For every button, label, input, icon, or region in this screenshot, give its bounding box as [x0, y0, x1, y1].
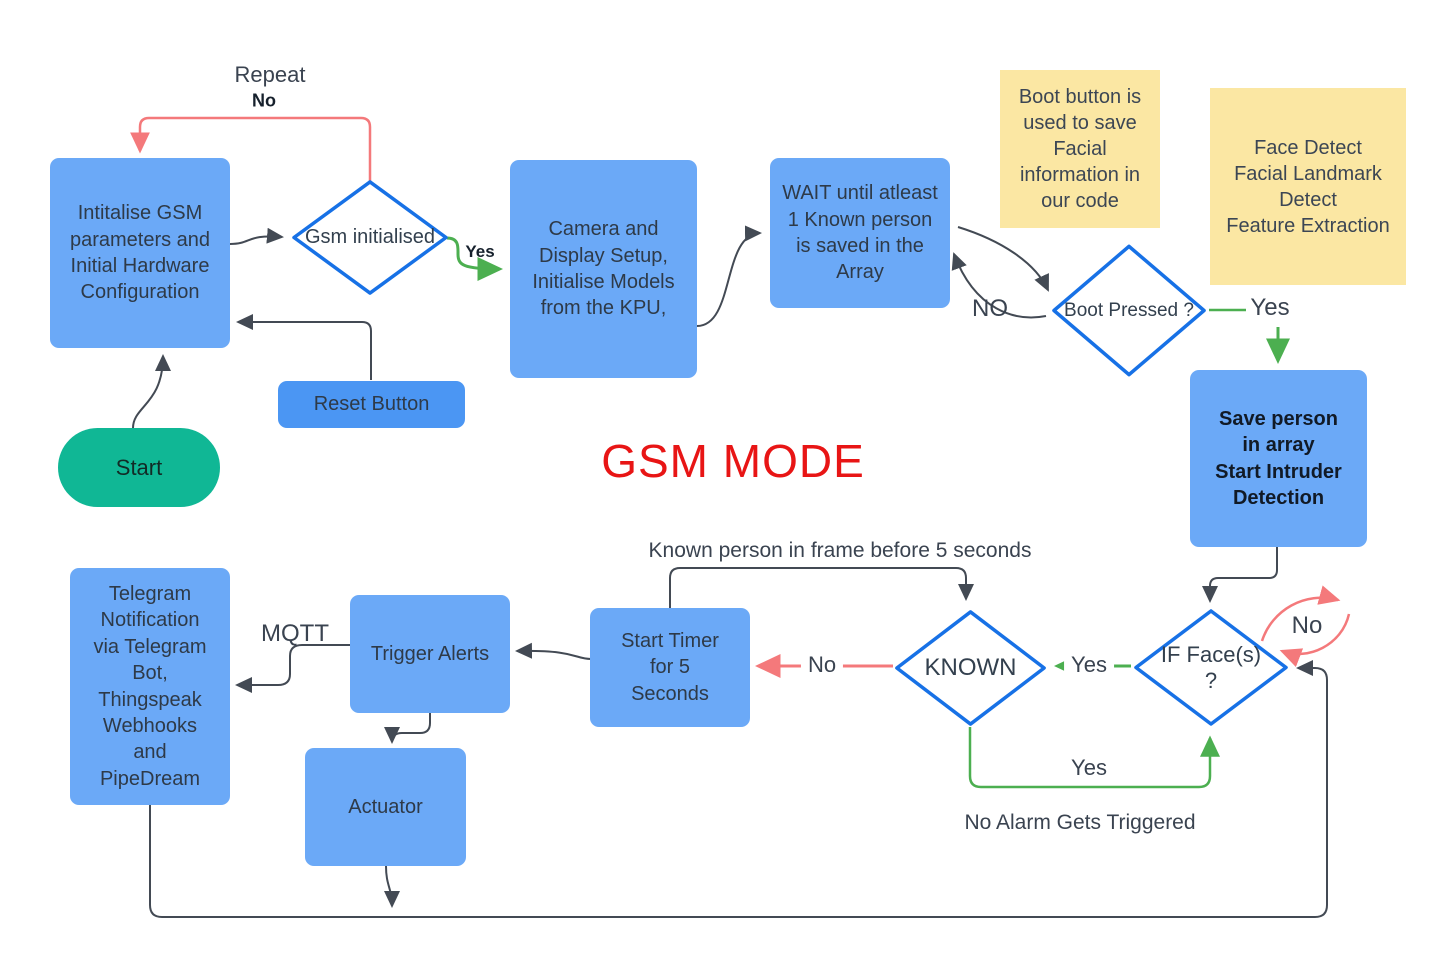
note-boot-button: Boot button is used to save Facial infor… [1000, 70, 1160, 228]
node-telegram-notification: Telegram Notification via Telegram Bot, … [70, 568, 230, 805]
decision-gsm-initialised-shape [290, 179, 450, 296]
node-save-person: Save person in array Start Intruder Dete… [1190, 370, 1367, 547]
node-camera-setup-label: Camera and Display Setup, Initialise Mod… [532, 218, 675, 320]
note-boot-button-label: Boot button is used to save Facial infor… [1018, 86, 1142, 212]
node-save-person-label: Save person in array Start Intruder Dete… [1215, 407, 1342, 509]
note-face-detect-label: Face Detect Facial Landmark Detect Featu… [1226, 136, 1390, 237]
decision-known-label: KNOWN [924, 654, 1017, 682]
connector-save-to-ifface [1202, 547, 1278, 603]
label-repeat: Repeat [234, 62, 306, 87]
label-known-yes-bottom: Yes [1071, 755, 1107, 780]
note-face-detect: Face Detect Facial Landmark Detect Featu… [1210, 88, 1406, 285]
decision-known-shape [893, 609, 1048, 727]
connector-reset-to-init [236, 314, 372, 380]
label-ifface-yes: Yes [1064, 652, 1114, 678]
decision-boot-pressed-shape [1050, 243, 1208, 378]
connector-timer-to-trigger [515, 642, 592, 660]
node-trigger-alerts: Trigger Alerts [350, 595, 510, 713]
decision-boot-pressed-label: Boot Pressed ? [1064, 299, 1194, 321]
decision-gsm-initialised: Gsm initialised [290, 179, 450, 296]
node-wait-known-person-label: WAIT until atleast 1 Known person is sav… [782, 182, 938, 284]
connector-camera-to-wait [696, 225, 762, 327]
node-initialise-gsm-label: Intitalise GSM parameters and Initial Ha… [69, 202, 211, 304]
decision-if-faces-shape [1132, 608, 1290, 727]
connector-init-to-gsm [229, 227, 284, 245]
decision-gsm-initialised-label: Gsm initialised [304, 226, 436, 248]
label-no-alarm: No Alarm Gets Triggered [964, 811, 1196, 834]
connector-actuator-to-return [383, 865, 400, 908]
label-ifface-no: No [1291, 612, 1323, 639]
label-mqtt: MQTT [261, 620, 329, 647]
node-wait-known-person: WAIT until atleast 1 Known person is sav… [770, 158, 950, 308]
node-start-timer-label: Start Timer for 5 Seconds [621, 629, 719, 705]
label-known-frame: Known person in frame before 5 seconds [648, 539, 1032, 562]
node-start: Start [58, 428, 220, 507]
decision-known: KNOWN [893, 609, 1048, 727]
label-gsm-yes: Yes [465, 242, 495, 261]
connector-timer-to-known-loop [669, 567, 974, 608]
node-telegram-notification-label: Telegram Notification via Telegram Bot, … [93, 582, 207, 790]
node-camera-setup: Camera and Display Setup, Initialise Mod… [510, 160, 697, 378]
label-repeat-no: No [252, 90, 276, 111]
decision-if-faces-label: IF Face(s) ? [1160, 642, 1262, 693]
node-start-timer: Start Timer for 5 Seconds [590, 608, 750, 727]
node-start-label: Start [115, 454, 163, 480]
node-reset-button: Reset Button [278, 381, 465, 428]
connector-wait-to-boot [957, 226, 1049, 292]
diagram-title: GSM MODE [601, 435, 865, 487]
label-known-no: No [800, 652, 844, 678]
decision-if-faces: IF Face(s) ? [1132, 608, 1290, 727]
node-reset-button-label: Reset Button [313, 393, 430, 416]
node-initialise-gsm: Intitalise GSM parameters and Initial Ha… [50, 158, 230, 348]
node-actuator: Actuator [305, 748, 466, 866]
label-boot-no: NO [972, 295, 1008, 322]
node-actuator-label: Actuator [348, 795, 423, 818]
label-boot-yes: Yes [1250, 294, 1290, 321]
connector-trigger-to-actuator [384, 712, 431, 744]
connector-start-to-init [132, 354, 171, 429]
decision-boot-pressed: Boot Pressed ? [1050, 243, 1208, 378]
connector-trigger-to-telegram [235, 644, 350, 693]
node-trigger-alerts-label: Trigger Alerts [370, 642, 490, 665]
